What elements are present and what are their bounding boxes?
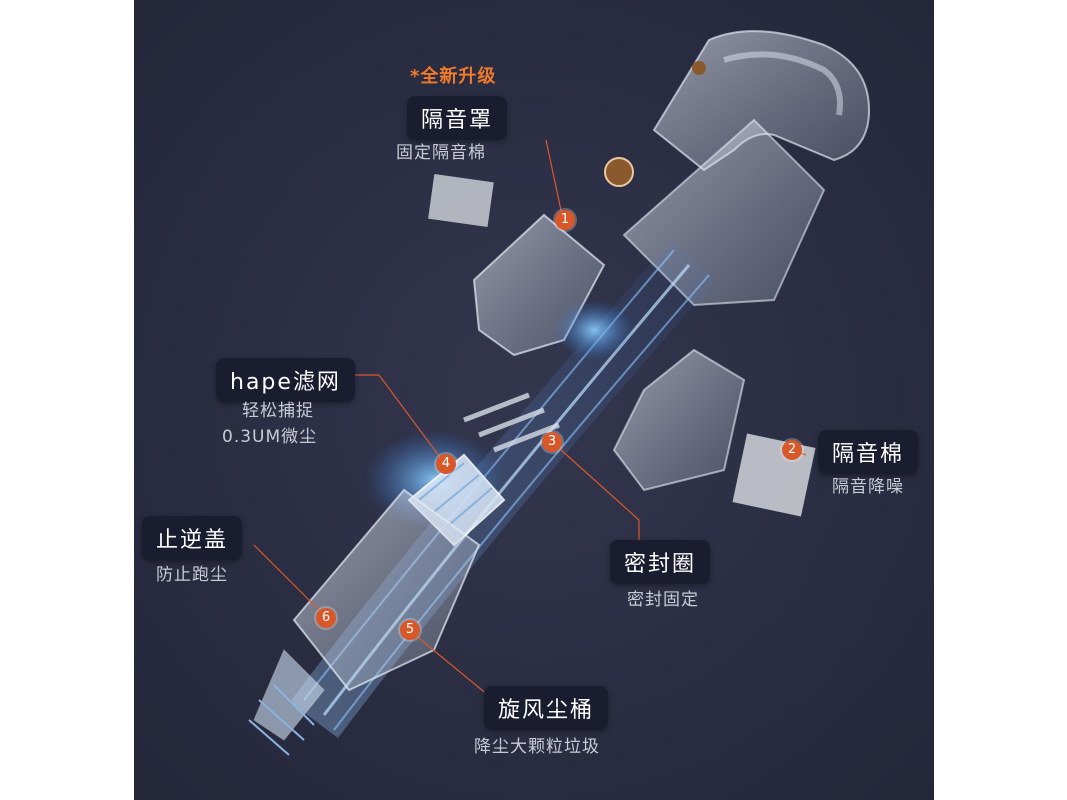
callout-4-badge: 4 (436, 454, 456, 474)
callout-2-title: 隔音棉 (818, 430, 919, 474)
upgrade-tag: *全新升级 (410, 66, 497, 87)
callout-3-badge: 3 (542, 432, 562, 452)
callout-6-badge: 6 (316, 608, 336, 628)
callout-4-desc-line-2: 0.3UM微尘 (222, 427, 318, 447)
callout-6-title: 止逆盖 (142, 516, 243, 560)
vacuum-exploded-illustration (248, 30, 871, 756)
sound-cotton-part (612, 348, 816, 517)
callout-3-title: 密封圈 (610, 540, 711, 584)
vacuum-handle-body (604, 30, 871, 307)
callout-4-title: hape滤网 (216, 358, 355, 402)
product-exploded-view-panel: *全新升级 隔音罩 固定隔音棉 1 隔音棉 隔音降噪 2 密封圈 密封固定 3 … (134, 0, 934, 800)
callout-1-desc: 固定隔音棉 (396, 143, 486, 163)
callout-2-badge: 2 (782, 440, 802, 460)
callout-2-desc: 隔音降噪 (832, 477, 904, 497)
callout-6-desc: 防止跑尘 (156, 565, 228, 585)
callout-1-badge: 1 (555, 210, 575, 230)
callout-1-title: 隔音罩 (407, 96, 508, 140)
callout-5-badge: 5 (400, 620, 420, 640)
callout-5-desc: 降尘大颗粒垃圾 (474, 737, 600, 757)
cyclone-dust-cup-part (248, 488, 481, 756)
callout-4-desc-line-1: 轻松捕捉 (242, 401, 314, 421)
callout-3-desc: 密封固定 (627, 590, 699, 610)
sealing-rings-part (463, 392, 560, 453)
callout-5-title: 旋风尘桶 (484, 686, 609, 730)
